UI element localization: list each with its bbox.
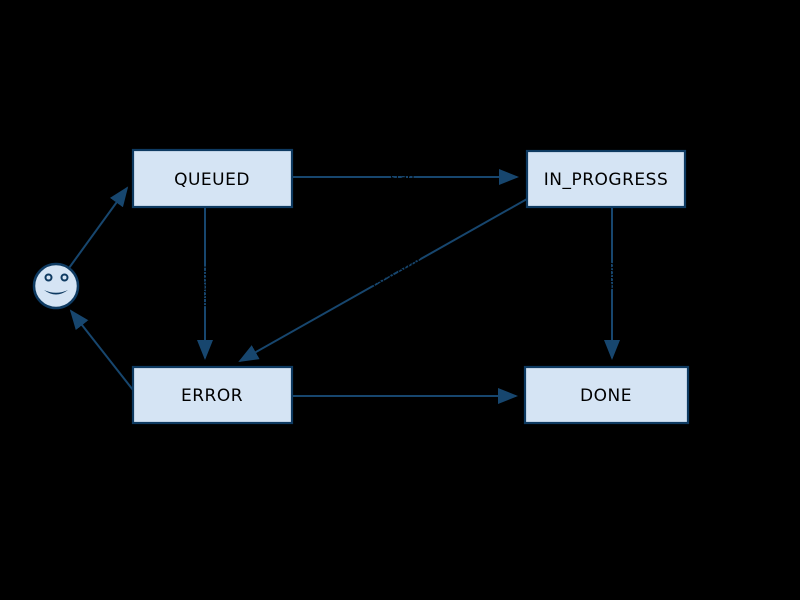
node-queued: QUEUED — [131, 148, 294, 209]
edge-label-fatal-error: fatal error — [370, 254, 425, 293]
edge-human-to-queued — [68, 186, 129, 269]
node-queued-box — [131, 148, 294, 209]
node-error-box — [131, 365, 294, 425]
edges-layer — [68, 169, 620, 404]
smiley-face-icon — [32, 262, 80, 310]
edge-label-start: start — [390, 171, 416, 184]
node-done-box — [523, 365, 690, 425]
edge-label-done: done — [605, 262, 618, 290]
node-done: DONE — [523, 365, 690, 425]
node-done-label: DONE — [580, 386, 632, 406]
smiley-left-eye — [44, 273, 53, 282]
smiley-mouth — [44, 290, 68, 295]
node-error-label: ERROR — [181, 386, 243, 406]
edge-in-progress-to-error — [238, 198, 528, 362]
edge-error-to-human — [69, 309, 134, 391]
node-queued-label: QUEUED — [174, 170, 250, 190]
smiley-right-eye — [60, 273, 69, 282]
node-error: ERROR — [131, 365, 294, 425]
node-in-progress-box — [525, 149, 687, 209]
smiley-head — [32, 262, 80, 310]
edge-label-timeout: timeout — [198, 266, 211, 310]
node-in-progress: IN_PROGRESS — [525, 149, 687, 209]
node-in-progress-label: IN_PROGRESS — [544, 170, 668, 190]
